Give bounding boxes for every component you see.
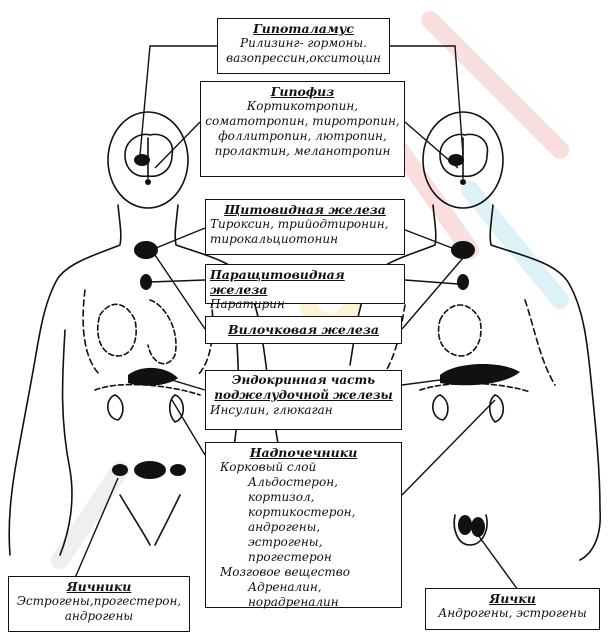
thyroid-line-2: тирокальциотонин <box>210 232 338 246</box>
adrenal-line-3: кортизол, <box>248 490 315 504</box>
adrenal-line-9: Адреналин, <box>248 580 322 594</box>
adrenal-box: Надпочечники Корковый слой Альдостерон, … <box>205 442 402 609</box>
hypothalamus-line-2: вазопрессин,окситоцин <box>226 51 381 65</box>
parathyroid-line-1: Паратирин <box>210 297 285 311</box>
pancreas-line-1: Инсулин, глюкаган <box>210 403 333 417</box>
adrenal-line-4: кортикостерон, <box>248 505 356 519</box>
thyroid-box: Щитовидная железа Тироксин, трийодтирони… <box>205 199 405 255</box>
parathyroid-title: Паращитовидная железа <box>210 267 345 297</box>
parathyroid-box: Паращитовидная железа Паратирин <box>205 264 405 311</box>
testes-line-1: Андрогены, эстрогены <box>438 606 587 620</box>
thymus-title: Вилочковая железа <box>228 322 379 337</box>
ovaries-line-2: андрогены <box>64 609 134 623</box>
hypothalamus-line-1: Рилизинг- гормоны. <box>240 36 367 50</box>
adrenal-line-10: норадреналин <box>248 595 339 609</box>
hypothalamus-title: Гипоталамус <box>253 21 354 36</box>
hypothalamus-box: Гипоталамус Рилизинг- гормоны. вазопресс… <box>217 18 390 74</box>
adrenal-line-2: Альдостерон, <box>248 475 338 489</box>
pituitary-line-1: Кортикотропин, <box>246 99 359 113</box>
leader-lines <box>74 45 519 591</box>
pituitary-line-3: фоллитропин, лютропин, <box>218 129 387 143</box>
glands <box>112 154 520 537</box>
adrenal-title: Надпочечники <box>249 445 358 460</box>
testes-box: Яички Андрогены, эстрогены <box>425 588 600 630</box>
pancreas-title-line-1: Эндокринная часть <box>231 373 376 387</box>
ovaries-title: Яичники <box>66 579 132 594</box>
pancreas-title-line-2: поджелудочной железы <box>214 388 393 402</box>
adrenal-line-5: андрогены, <box>248 520 321 534</box>
testes-title: Яички <box>489 591 536 606</box>
adrenal-line-1: Корковый слой <box>220 460 317 474</box>
thymus-box: Вилочковая железа <box>205 316 402 344</box>
adrenal-line-6: эстрогены, <box>248 535 323 549</box>
pituitary-box: Гипофиз Кортикотропин, соматотропин, тир… <box>200 81 405 177</box>
adrenal-line-8: Мозговое вещество <box>220 565 350 579</box>
ovaries-box: Яичники Эстрогены,прогестерон, андрогены <box>8 576 190 632</box>
pancreas-box: Эндокринная часть поджелудочной железы И… <box>205 370 402 430</box>
pituitary-title: Гипофиз <box>270 84 335 99</box>
thyroid-title: Щитовидная железа <box>224 202 386 217</box>
adrenal-line-7: прогестерон <box>248 550 332 564</box>
pituitary-line-4: пролактин, меланотропин <box>214 144 391 158</box>
pituitary-line-2: соматотропин, тиротропин, <box>205 114 400 128</box>
thyroid-line-1: Тироксин, трийодтиронин, <box>210 217 389 231</box>
ovaries-line-1: Эстрогены,прогестерон, <box>16 594 182 608</box>
